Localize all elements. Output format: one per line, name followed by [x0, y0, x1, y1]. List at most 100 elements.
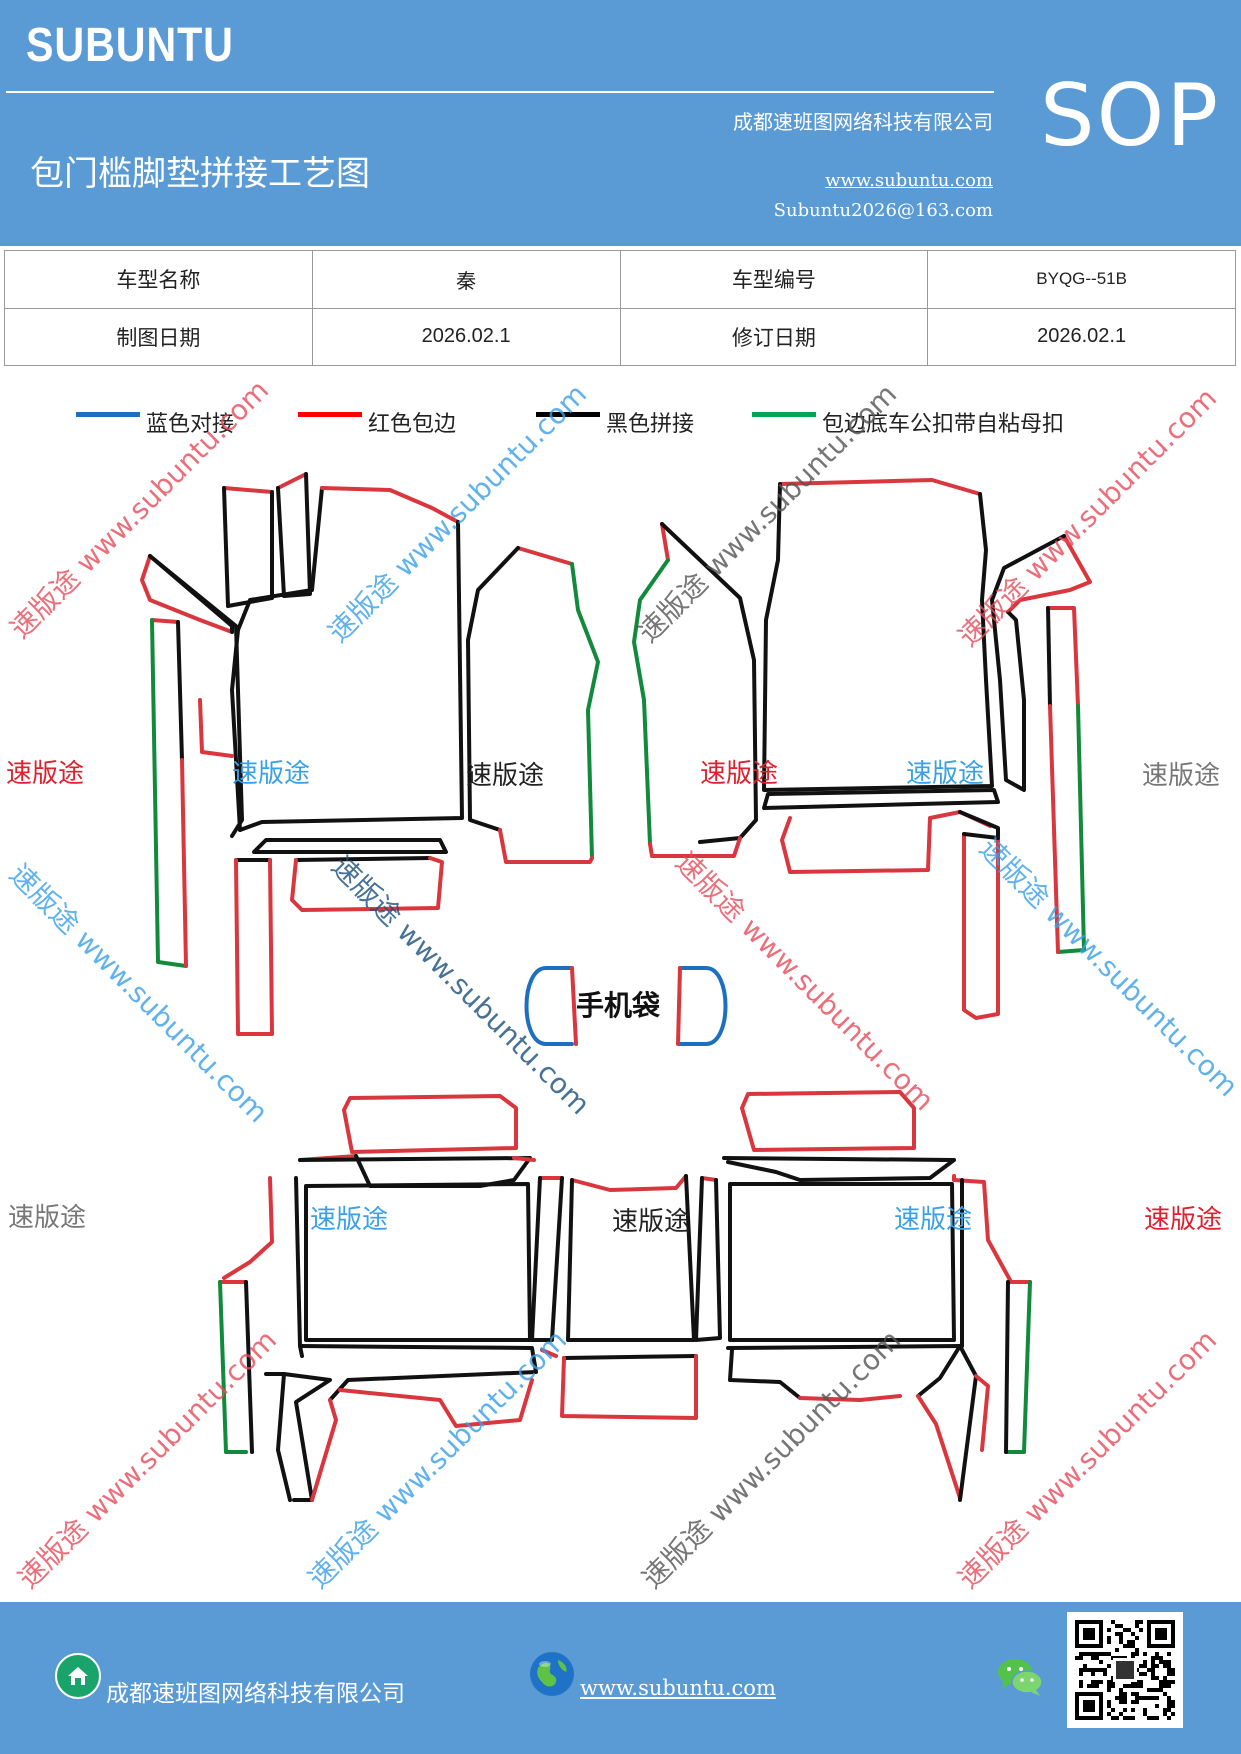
mat-edge — [778, 478, 982, 496]
mat-edge — [1048, 704, 1060, 954]
watermark-text: 速版途 — [894, 1205, 972, 1235]
watermark-text: 速版途 — [906, 759, 984, 789]
footer-company: 成都速班图网络科技有限公司 — [106, 1681, 405, 1707]
legend-swatch — [76, 412, 140, 417]
legend-swatch — [298, 412, 362, 417]
header-email: Subuntu2026@163.com — [773, 200, 993, 221]
watermark-text: 速版途 — [310, 1205, 388, 1235]
phone-pocket — [524, 966, 728, 1046]
header-url-link[interactable]: www.subuntu.com — [825, 170, 993, 191]
mat-edge — [962, 832, 1000, 840]
mat-edge — [974, 1374, 990, 1452]
mat-edge — [566, 1174, 696, 1342]
mat-edge — [958, 1344, 978, 1502]
mat-edge — [726, 1344, 962, 1398]
mat-edge — [540, 1348, 558, 1358]
mat-edge — [1046, 606, 1080, 708]
mat-edge — [990, 534, 1066, 792]
mat-front-left — [140, 472, 600, 1036]
mat-edge — [150, 618, 188, 968]
footer-url-link[interactable]: www.subuntu.com — [580, 1676, 776, 1700]
legend-swatch — [752, 412, 816, 417]
mat-edge — [632, 558, 670, 846]
mat-edge — [238, 520, 464, 832]
mat-edge — [762, 788, 1000, 810]
mat-edge — [294, 1176, 304, 1358]
table-cell: 2026.02.1 — [927, 307, 1236, 366]
table-cell: 车型名称 — [4, 250, 313, 309]
mat-edge — [762, 482, 994, 792]
brand-logo-text: SUBUNTU — [26, 19, 234, 72]
legend-label: 红色包边 — [368, 412, 457, 437]
mat-edge — [530, 1176, 564, 1342]
mat-edge — [338, 1378, 534, 1428]
mat-edge — [176, 620, 184, 762]
legend-label: 蓝色对接 — [146, 412, 235, 437]
legend-swatch — [536, 412, 600, 417]
watermark-text: 速版途 — [1144, 1205, 1222, 1235]
header-divider — [6, 91, 994, 93]
mat-edge — [276, 472, 312, 598]
mat-edge — [298, 1344, 538, 1402]
mat-edge — [660, 522, 670, 562]
mat-edge — [780, 810, 992, 874]
mat-edge — [740, 1090, 916, 1152]
watermarks: 速版途 速版途 速版途 速版途 速版途 速版途 速版途 速版途 速版途 速版途 … — [3, 373, 1241, 1595]
mat-edge — [498, 828, 594, 864]
table-cell: 车型编号 — [619, 250, 929, 309]
watermark-text: 速版途 — [232, 759, 310, 789]
mat-edge — [570, 1174, 688, 1192]
watermark-text: 速版途 — [1142, 761, 1220, 791]
legend-label: 包边底车公扣带自粘母扣 — [822, 412, 1065, 437]
globe-icon — [530, 1652, 574, 1696]
home-badge-icon — [55, 1653, 101, 1699]
qr-code-icon — [1075, 1620, 1175, 1720]
mat-edge — [648, 836, 742, 858]
mat-edge — [140, 554, 234, 634]
mat-edge — [694, 1176, 722, 1342]
mat-edge — [148, 554, 244, 838]
header-company: 成都速班图网络科技有限公司 — [733, 110, 993, 134]
mat-edge — [244, 1280, 254, 1454]
mat-edge — [180, 758, 188, 968]
mat-edge — [798, 1394, 902, 1402]
doc-code: SOP — [1040, 66, 1221, 166]
legend-label: 黑色拼接 — [606, 412, 695, 437]
watermark-diagonal: 速版途 www.subuntu.com — [973, 832, 1241, 1104]
table-cell: 修订日期 — [619, 307, 929, 366]
watermark-text: 速版途 — [466, 761, 544, 791]
mat-edge — [660, 522, 758, 844]
wechat-icon[interactable] — [996, 1656, 1044, 1698]
watermark-text: 速版途 — [6, 759, 84, 789]
watermark-text: 速版途 — [612, 1207, 690, 1237]
watermark-diagonal: 速版途 www.subuntu.com — [669, 846, 941, 1118]
mat-edge — [1004, 1280, 1010, 1454]
watermark-text: 速版途 — [8, 1203, 86, 1233]
mat-edge — [722, 1156, 956, 1182]
mat-edge — [570, 562, 600, 860]
mat-edge — [570, 966, 578, 1046]
mat-edge — [560, 1354, 698, 1420]
mat-edge — [150, 618, 180, 624]
mat-edge — [222, 1176, 274, 1280]
mat-edge — [700, 1176, 718, 1182]
watermark-text: 速版途 — [700, 759, 778, 789]
mat-edge — [320, 486, 460, 524]
mat-edge — [516, 546, 574, 566]
mat-edge — [728, 1182, 956, 1342]
mat-rear-right — [722, 1090, 1032, 1502]
footer-band: 成都速班图网络科技有限公司 www.subuntu.com — [0, 1602, 1241, 1754]
table-cell: 秦 — [311, 250, 621, 309]
watermark-diagonal: 速版途 www.subuntu.com — [952, 381, 1224, 653]
watermark-diagonal: 速版途 www.subuntu.com — [952, 1323, 1224, 1595]
mat-edge — [342, 1094, 518, 1154]
watermark-diagonal: 速版途 www.subuntu.com — [325, 850, 597, 1122]
mat-edge — [676, 966, 682, 1046]
mat-edge — [264, 1372, 292, 1502]
header-band: SUBUNTU SOP 成都速班图网络科技有限公司 包门槛脚垫拼接工艺图 www… — [0, 0, 1241, 246]
mat-edge — [218, 1280, 248, 1454]
mat-edge — [298, 1154, 532, 1188]
table-row: 车型名称 秦 车型编号 BYQG--51B — [4, 250, 1236, 309]
mat-edge — [276, 472, 308, 490]
